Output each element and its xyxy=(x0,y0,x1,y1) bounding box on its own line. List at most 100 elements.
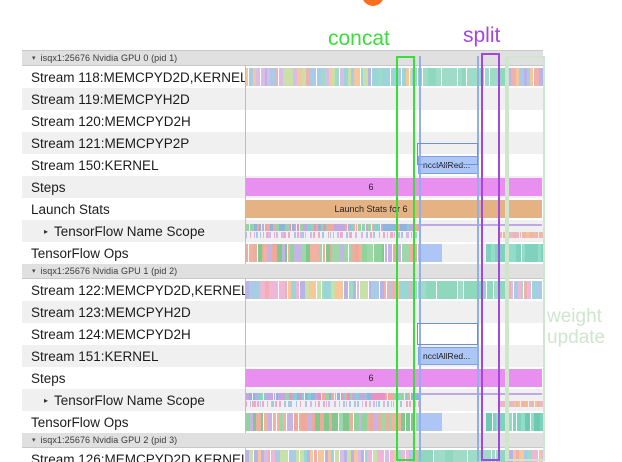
trace-slice[interactable] xyxy=(426,450,433,462)
trace-slice[interactable] xyxy=(355,232,357,238)
chevron-down-icon[interactable]: ▾ xyxy=(32,268,36,275)
row-track[interactable] xyxy=(246,279,543,301)
trace-slice[interactable] xyxy=(343,401,345,407)
trace-slice[interactable] xyxy=(418,401,419,407)
row-track[interactable] xyxy=(246,301,543,323)
row-label-cell[interactable]: TensorFlow Ops xyxy=(22,242,246,264)
trace-slice[interactable] xyxy=(412,68,416,86)
trace-slice[interactable] xyxy=(540,413,543,431)
trace-slice[interactable] xyxy=(471,281,480,299)
trace-slice[interactable] xyxy=(400,401,402,407)
trace-slice[interactable] xyxy=(246,232,247,238)
trace-slice[interactable] xyxy=(387,232,388,238)
trace-slice[interactable] xyxy=(418,68,422,86)
trace-slice[interactable] xyxy=(539,68,543,86)
row-label-cell[interactable]: Stream 151:KERNEL xyxy=(22,345,246,367)
nccl-allreduce-block[interactable]: ncclAllRed... xyxy=(418,156,479,174)
name-scope-slices-tail[interactable] xyxy=(498,401,542,407)
trace-slice[interactable] xyxy=(309,68,313,86)
trace-slice[interactable] xyxy=(508,450,513,462)
trace-slice[interactable] xyxy=(464,281,471,299)
trace-slice[interactable] xyxy=(260,232,261,238)
trace-slice[interactable] xyxy=(527,281,531,299)
trace-slice[interactable] xyxy=(339,413,343,431)
tf-ops-blue-block[interactable] xyxy=(418,413,442,431)
trace-slice[interactable] xyxy=(392,281,396,299)
trace-slice[interactable] xyxy=(383,401,385,407)
trace-slice[interactable] xyxy=(423,68,428,86)
trace-slice-group[interactable] xyxy=(246,281,542,299)
trace-slice[interactable] xyxy=(369,401,371,407)
trace-slice[interactable] xyxy=(288,232,290,238)
trace-slice[interactable] xyxy=(354,401,356,407)
trace-slice[interactable] xyxy=(268,232,270,238)
trace-slice[interactable] xyxy=(285,450,289,462)
trace-slice[interactable] xyxy=(257,401,259,407)
name-scope-slices-bottom[interactable] xyxy=(246,401,418,407)
trace-slice[interactable] xyxy=(376,401,377,407)
timeline-row[interactable]: ▸TensorFlow Name Scope xyxy=(22,220,543,242)
trace-slice[interactable] xyxy=(310,244,315,262)
trace-slice[interactable] xyxy=(391,68,396,86)
row-track[interactable] xyxy=(246,323,543,345)
trace-slice[interactable] xyxy=(327,281,331,299)
row-track[interactable]: 6 xyxy=(246,176,543,198)
row-label-cell[interactable]: Stream 124:MEMCPYD2H xyxy=(22,323,246,345)
trace-slice[interactable] xyxy=(401,413,405,431)
timeline-row[interactable]: Stream 124:MEMCPYD2H xyxy=(22,323,543,345)
trace-slice[interactable] xyxy=(249,450,253,462)
trace-slice[interactable] xyxy=(258,244,262,262)
trace-slice[interactable] xyxy=(285,393,289,400)
trace-slice[interactable] xyxy=(428,68,436,86)
trace-slice[interactable] xyxy=(396,68,401,86)
trace-slice[interactable] xyxy=(310,401,312,407)
chevron-down-icon[interactable]: ▾ xyxy=(32,437,36,444)
trace-slice[interactable] xyxy=(402,68,406,86)
row-track[interactable] xyxy=(246,66,543,88)
row-track[interactable]: ncclAllRed... xyxy=(246,154,543,176)
trace-slice[interactable] xyxy=(485,68,490,86)
trace-slice[interactable] xyxy=(305,401,307,407)
trace-slice[interactable] xyxy=(256,68,261,86)
trace-slice[interactable] xyxy=(337,232,339,238)
trace-slice[interactable] xyxy=(418,281,426,299)
row-track[interactable] xyxy=(246,220,543,242)
timeline-viewer[interactable]: ▾isqx1:25676 Nvidia GPU 0 (pid 1)Stream … xyxy=(22,50,543,462)
trace-slice[interactable] xyxy=(367,450,372,462)
trace-slice[interactable] xyxy=(276,232,278,238)
trace-slice[interactable] xyxy=(349,401,351,407)
trace-slice[interactable] xyxy=(300,401,301,407)
trace-slice[interactable] xyxy=(267,401,268,407)
trace-slice[interactable] xyxy=(396,401,398,407)
trace-slice[interactable] xyxy=(310,232,312,238)
trace-slice[interactable] xyxy=(468,450,476,462)
trace-slice[interactable] xyxy=(394,232,396,238)
trace-slice[interactable] xyxy=(321,68,325,86)
trace-slice[interactable] xyxy=(444,281,450,299)
trace-slice[interactable] xyxy=(357,401,358,407)
trace-slice[interactable] xyxy=(500,281,507,299)
trace-slice[interactable] xyxy=(328,232,329,238)
trace-slice[interactable] xyxy=(397,450,401,462)
trace-slice[interactable] xyxy=(256,232,258,238)
trace-slice[interactable] xyxy=(415,232,417,238)
row-label-cell[interactable]: ▸TensorFlow Name Scope xyxy=(22,389,246,411)
group-header[interactable]: ▾isqx1:25676 Nvidia GPU 2 (pid 3) xyxy=(22,433,543,448)
trace-slice[interactable] xyxy=(499,68,505,86)
name-scope-slices-tail[interactable] xyxy=(498,232,542,238)
trace-slice[interactable] xyxy=(275,401,277,407)
launch-stats-bar[interactable]: Launch Stats for 6 xyxy=(246,200,542,218)
trace-slice[interactable] xyxy=(415,401,416,407)
trace-slice[interactable] xyxy=(453,450,460,462)
trace-slice[interactable] xyxy=(516,244,522,262)
trace-slice[interactable] xyxy=(291,401,293,407)
row-label-cell[interactable]: Stream 126:MEMCPYD2D,KERNEL,MI xyxy=(22,448,246,462)
trace-slice[interactable] xyxy=(362,401,363,407)
trace-slice[interactable] xyxy=(511,68,515,86)
trace-slice[interactable] xyxy=(534,68,539,86)
trace-slice[interactable] xyxy=(275,450,280,462)
group-header[interactable]: ▾isqx1:25676 Nvidia GPU 1 (pid 2) xyxy=(22,264,543,279)
trace-slice[interactable] xyxy=(313,232,314,238)
